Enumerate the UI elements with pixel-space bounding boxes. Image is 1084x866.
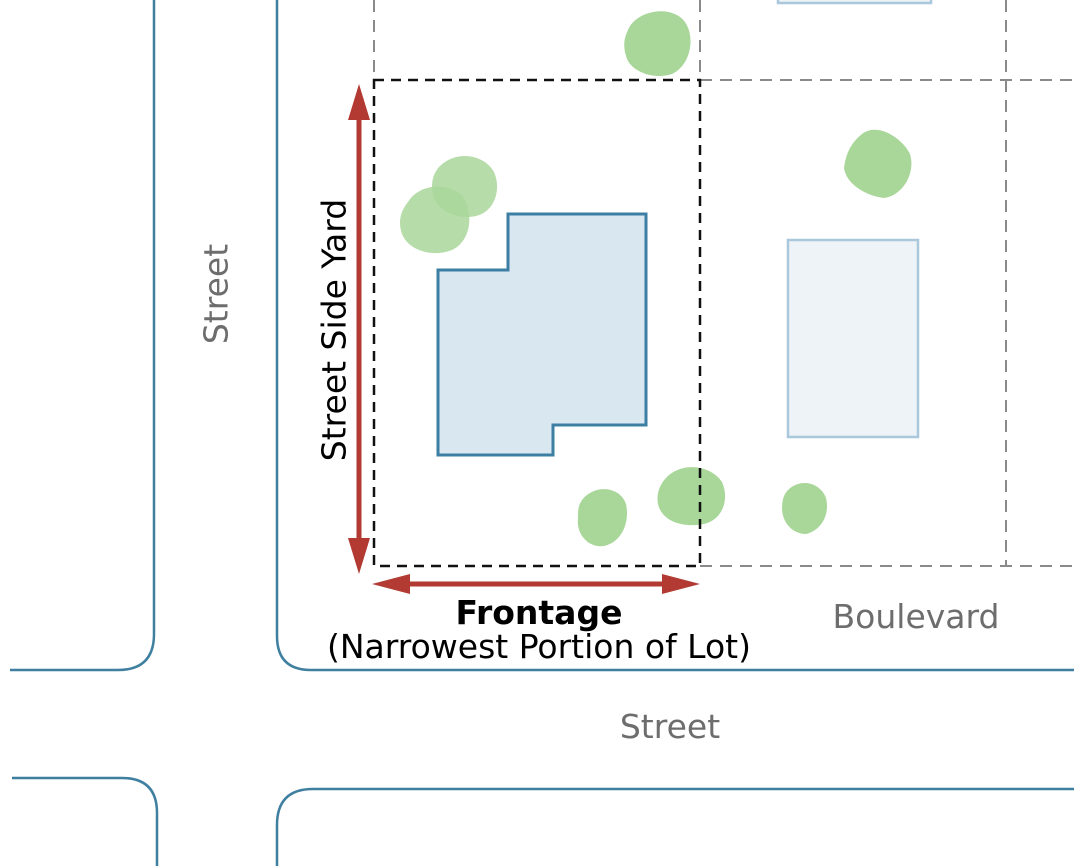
frontage-arrow: [372, 574, 700, 594]
tree-icon: [657, 467, 726, 526]
dimension-arrows: [348, 84, 700, 594]
arrowhead-left-icon: [372, 574, 410, 594]
curb-top-right-block: [275, 0, 1074, 672]
curb-bottom-right-block: [275, 787, 1074, 866]
subject-building: [436, 212, 648, 457]
buildings: [436, 0, 933, 457]
tree-icon: [432, 155, 498, 218]
curb-bottom-left-block: [12, 776, 159, 866]
side-yard-label: Street Side Yard: [315, 199, 354, 461]
neighbor-building: [786, 238, 920, 439]
subject-lot-boundary: [372, 78, 702, 568]
arrowhead-down-icon: [348, 538, 370, 574]
arrowhead-right-icon: [662, 574, 700, 594]
tree-icon: [782, 483, 828, 534]
tree-icon: [577, 489, 628, 547]
trees: [400, 11, 912, 547]
curb-top-left-block: [10, 0, 156, 672]
curb-lines: [10, 0, 1074, 866]
tree-icon: [624, 11, 691, 76]
neighbor-building-top: [776, 0, 933, 5]
tree-icon: [844, 129, 912, 198]
boulevard-label: Boulevard: [833, 597, 1000, 636]
frontage-note: (Narrowest Portion of Lot): [327, 627, 751, 666]
street-label-left: Street: [197, 244, 236, 344]
other-lot-lines: [373, 0, 1074, 567]
side-yard-arrow: [348, 84, 370, 574]
arrowhead-up-icon: [348, 84, 370, 120]
frontage-title: Frontage: [456, 593, 623, 632]
street-label-bottom: Street: [620, 707, 720, 746]
